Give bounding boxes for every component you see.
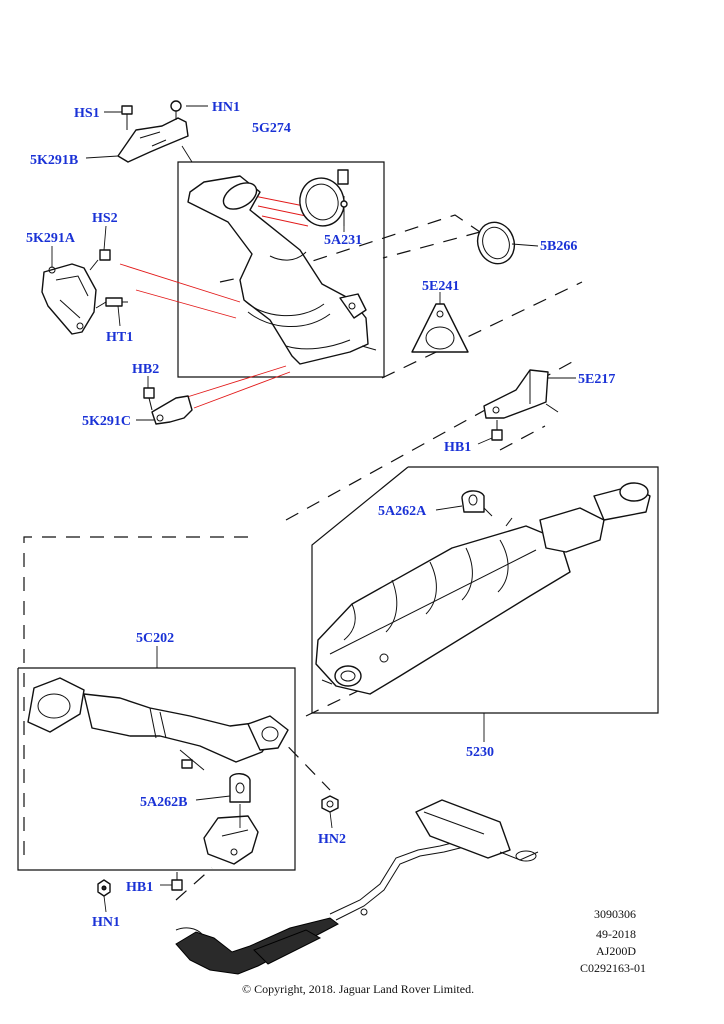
label-5b266: 5B266 (540, 239, 577, 254)
group-box-5230 (311, 466, 659, 742)
bolt-hb1-top (491, 420, 503, 441)
label-5a231: 5A231 (324, 233, 362, 248)
label-ht1: HT1 (106, 330, 133, 345)
label-hn2: HN2 (318, 832, 346, 847)
meta-line-3: AJ200D (596, 944, 636, 958)
bracket-5k291b (117, 100, 189, 163)
group-box-5c202 (17, 646, 296, 871)
label-5k291c: 5K291C (82, 414, 131, 429)
label-hs2: HS2 (92, 211, 118, 226)
callout-labels: HS1 HN1 5K291B 5G274 HS2 5K291A 5A231 5B… (26, 100, 615, 930)
gasket-5b266 (476, 221, 516, 265)
document-meta: 3090306 49-2018 AJ200D C0292163-01 (580, 907, 646, 975)
label-5g274: 5G274 (252, 121, 291, 136)
bracket-5e217 (483, 369, 559, 419)
label-5a262b: 5A262B (140, 795, 187, 810)
bolt-hb2 (143, 387, 155, 411)
bracket-5k291c (151, 395, 193, 425)
label-hb2: HB2 (132, 362, 159, 377)
meta-line-1: 3090306 (594, 907, 636, 921)
catalytic-converter-5g274 (187, 175, 377, 365)
label-5e217: 5E217 (578, 372, 615, 387)
copyright-text: © Copyright, 2018. Jaguar Land Rover Lim… (242, 982, 474, 996)
rear-muffler-5230 (315, 482, 651, 695)
heat-shield (203, 815, 259, 865)
label-5e241: 5E241 (422, 279, 459, 294)
mount-5a262a (461, 490, 493, 517)
label-5a262a: 5A262A (378, 504, 427, 519)
group-box-5g274 (177, 145, 385, 378)
label-hb1-top: HB1 (444, 440, 471, 455)
bracket-5k291a (41, 263, 97, 335)
label-hb1-bottom: HB1 (126, 880, 153, 895)
gasket-5e241 (411, 303, 469, 353)
red-leader-lines (119, 195, 309, 409)
bolt-hs2 (89, 249, 111, 271)
label-hn1-bottom: HN1 (92, 915, 120, 930)
exhaust-system-overview (175, 799, 539, 975)
mount-5a262b (229, 773, 251, 803)
stud-ht1 (95, 297, 128, 309)
callout-leaders (51, 105, 576, 913)
label-5k291a: 5K291A (26, 231, 76, 246)
label-5c202: 5C202 (136, 631, 174, 646)
nut-hn2 (321, 795, 339, 813)
label-hs1: HS1 (74, 106, 100, 121)
meta-line-4: C0292163-01 (580, 961, 646, 975)
meta-line-2: 49-2018 (596, 927, 636, 941)
bolt-hb1-bottom (171, 872, 183, 891)
label-hn1-top: HN1 (212, 100, 240, 115)
label-5230: 5230 (466, 745, 494, 760)
nut-hn1-bottom (97, 879, 111, 897)
bolt-hs1 (121, 105, 133, 130)
clamp-5a231 (299, 169, 349, 227)
label-5k291b: 5K291B (30, 153, 78, 168)
intermediate-pipe-5c202 (27, 677, 289, 771)
